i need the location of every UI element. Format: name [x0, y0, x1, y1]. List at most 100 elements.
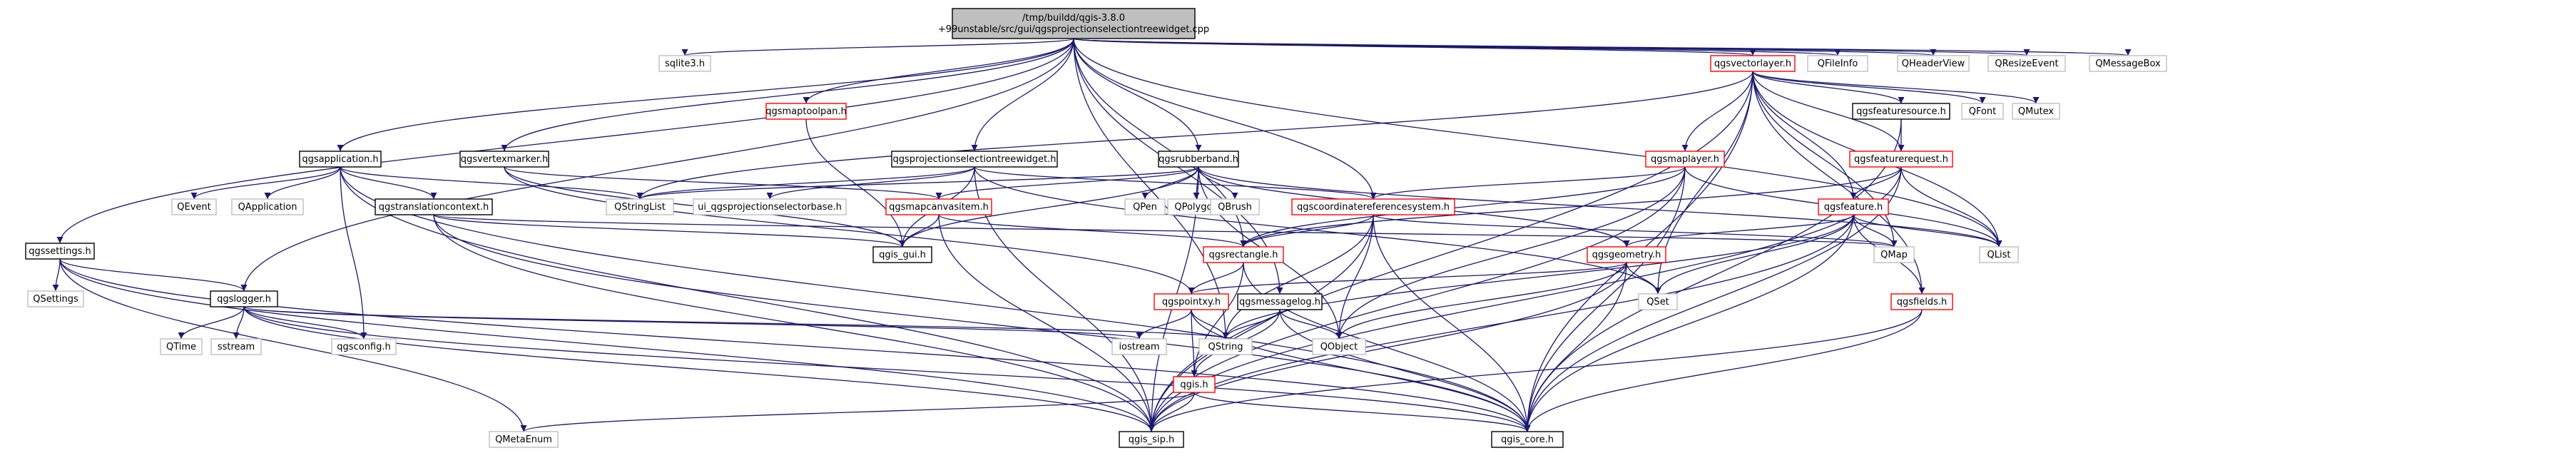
node-label-qgsfields: qgsfields.h	[1897, 297, 1947, 307]
node-box-qgssettings_qsettings	[27, 290, 84, 307]
node-qgsfeaturerequest[interactable]: qgsfeaturerequest.h	[1849, 151, 1953, 168]
node-box-qgsgui	[872, 246, 932, 263]
node-qlist[interactable]: QList	[1979, 246, 2019, 263]
node-label-iostream: iostream	[1119, 342, 1159, 352]
node-qgssettings[interactable]: qgssettings.h	[25, 243, 95, 260]
edge-qgslogger-to-qstring	[243, 306, 1228, 340]
node-qbrush[interactable]: QBrush	[1210, 198, 1260, 215]
node-label-qheaderview: QHeaderView	[1902, 58, 1965, 69]
edge-qgsfeaturesource-to-qgiscore	[1524, 118, 1902, 432]
edge-qgsvectorlayer-to-qgsfeaturesource	[1752, 71, 1905, 104]
node-qstring[interactable]: QString	[1198, 338, 1253, 355]
node-qgsgui[interactable]: qgis_gui.h	[872, 246, 932, 263]
edge-root-to-qgscrs	[1073, 38, 1377, 200]
node-qgsvertexmarker[interactable]: qgsvertexmarker.h	[459, 151, 549, 168]
node-qgsprojsel[interactable]: qgsprojectionselectiontreewidget.h	[891, 151, 1058, 168]
node-qgsfeature[interactable]: qgsfeature.h	[1818, 198, 1889, 215]
edge-qgsvertexmarker-to-qgspointxy	[504, 166, 1195, 295]
node-sqlite3[interactable]: sqlite3.h	[658, 55, 711, 72]
node-qtime[interactable]: QTime	[160, 338, 203, 355]
node-label-qmap: QMap	[1880, 250, 1908, 260]
node-qgsrubberband[interactable]: qgsrubberband.h	[1158, 151, 1239, 168]
edge-qgsfeaturerequest-to-qlist	[1900, 166, 2002, 248]
node-qgsconfig[interactable]: qgsconfig.h	[331, 338, 397, 355]
node-box-qgspointxy	[1154, 293, 1229, 310]
node-label-qpen: QPen	[1133, 202, 1157, 213]
node-qgspointxy[interactable]: qgspointxy.h	[1154, 293, 1229, 310]
node-qgsmaptoolpan[interactable]: qgsmaptoolpan.h	[765, 103, 847, 120]
node-root[interactable]: /tmp/buildd/qgis-3.8.0+99unstable/src/gu…	[938, 8, 1209, 39]
node-box-qtime	[160, 338, 203, 355]
node-label-qgsgeometry: qgsgeometry.h	[1592, 250, 1661, 260]
node-qmetaenum[interactable]: QMetaEnum	[489, 431, 559, 448]
node-qgssettings_qsettings[interactable]: QSettings	[27, 290, 84, 307]
node-qgstranslationcontext[interactable]: qgstranslationcontext.h	[375, 198, 493, 215]
node-qmessagebox[interactable]: QMessageBox	[2089, 55, 2167, 72]
node-label-qgsvectorlayer: qgsvectorlayer.h	[1714, 58, 1791, 69]
node-qgscrs[interactable]: qgscoordinatereferencesystem.h	[1291, 198, 1455, 215]
edge-qgscrs-to-qgiscore	[1373, 214, 1531, 432]
edge-qgsapplication-to-qgstranslationcontext	[340, 166, 437, 200]
edge-qgsprojsel-to-qstringlist	[636, 166, 975, 200]
edge-qgstranslationcontext-to-qmap	[433, 214, 1897, 248]
edge-qgsrubberband-to-qgsgui	[899, 166, 1199, 248]
node-qheaderview[interactable]: QHeaderView	[1897, 55, 1970, 72]
node-box-iostream	[1111, 338, 1167, 355]
edge-qgsmapcanvasitem-to-qgsrectangle	[938, 214, 1247, 248]
edge-root-to-qgssettings	[56, 38, 1074, 244]
node-label-qgsmessagelog: qgsmessagelog.h	[1239, 297, 1320, 307]
node-qgsapplication[interactable]: qgsapplication.h	[299, 151, 382, 168]
node-box-qfileinfo	[1807, 55, 1868, 72]
node-qfileinfo[interactable]: QFileInfo	[1807, 55, 1868, 72]
node-qgsfeaturesource[interactable]: qgsfeaturesource.h	[1852, 103, 1950, 120]
node-qstringlist[interactable]: QStringList	[606, 198, 674, 215]
node-label-qstringlist: QStringList	[614, 202, 666, 213]
edge-qgsmaplayer-to-qgscrs	[1370, 166, 1686, 200]
edge-qgsfeature-to-qset	[1654, 214, 1854, 295]
node-qgsmessagelog[interactable]: qgsmessagelog.h	[1237, 293, 1323, 310]
node-qapplication[interactable]: QApplication	[231, 198, 304, 215]
edge-qgstranslationcontext-to-qgissip	[433, 214, 1155, 432]
node-qgiscore[interactable]: qgis_core.h	[1491, 431, 1564, 448]
node-qmutex[interactable]: QMutex	[2012, 103, 2060, 120]
edge-qgsapplication-to-qevent	[190, 166, 341, 200]
node-qgsfields[interactable]: qgsfields.h	[1890, 293, 1953, 310]
node-qset[interactable]: QSet	[1638, 293, 1678, 310]
node-qobject[interactable]: QObject	[1312, 338, 1366, 355]
node-qmap[interactable]: QMap	[1873, 246, 1915, 263]
node-label-qgsapplication: qgsapplication.h	[302, 154, 378, 165]
edge-qgspointxy-to-qgiscore	[1191, 309, 1531, 432]
node-qgis[interactable]: qgis.h	[1173, 376, 1216, 393]
edge-qgis-to-qgissip	[1148, 392, 1195, 432]
node-qresizeevent[interactable]: QResizeEvent	[1987, 55, 2066, 72]
node-qgslogger[interactable]: qgslogger.h	[210, 290, 278, 307]
node-qgsmapcanvasitem[interactable]: qgsmapcanvasitem.h	[885, 198, 992, 215]
node-qfont[interactable]: QFont	[1961, 103, 2004, 120]
node-qgsrectangle[interactable]: qgsrectangle.h	[1203, 246, 1284, 263]
node-qgsmaplayer[interactable]: qgsmaplayer.h	[1645, 151, 1725, 168]
edge-qgsvectorlayer-to-qgissip	[1148, 71, 1753, 432]
edge-qgslogger-to-iostream	[243, 306, 1142, 340]
node-qgsgeometry[interactable]: qgsgeometry.h	[1587, 246, 1666, 263]
node-qgissip[interactable]: qgis_sip.h	[1119, 431, 1184, 448]
edge-qgsrubberband-to-qstringlist	[636, 166, 1199, 200]
node-box-qpen	[1124, 198, 1166, 215]
node-label-qgsmapcanvasitem: qgsmapcanvasitem.h	[889, 202, 989, 213]
node-box-uiqgsprojsel	[693, 198, 847, 215]
edge-qgssettings-to-qgissip	[59, 258, 1155, 432]
node-sstream[interactable]: sstream	[210, 338, 262, 355]
node-qevent[interactable]: QEvent	[171, 198, 217, 215]
node-label-qgsmaptoolpan: qgsmaptoolpan.h	[765, 106, 847, 117]
edge-qgsprojsel-to-qgscrs	[974, 166, 1377, 200]
node-qgsvectorlayer[interactable]: qgsvectorlayer.h	[1710, 55, 1796, 72]
node-qpen[interactable]: QPen	[1124, 198, 1166, 215]
node-label-qgsvertexmarker: qgsvertexmarker.h	[461, 154, 548, 165]
edge-qgscrs-to-qmap	[1373, 214, 1898, 248]
node-label-qgis: qgis.h	[1180, 380, 1208, 390]
node-iostream[interactable]: iostream	[1111, 338, 1167, 355]
node-uiqgsprojsel[interactable]: ui_qgsprojectionselectorbase.h	[693, 198, 847, 215]
edge-qgsvectorlayer-to-qfont	[1752, 71, 1986, 104]
edge-qgsgeometry-to-qgissip	[1148, 262, 1627, 432]
edge-qgslogger-to-qgiscore	[243, 306, 1531, 432]
node-box-qgsgeometry	[1587, 246, 1666, 263]
